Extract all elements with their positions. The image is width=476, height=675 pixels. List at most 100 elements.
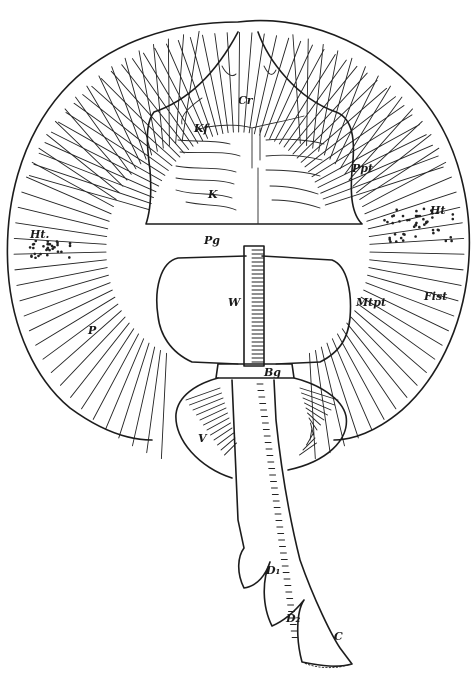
ht-dot xyxy=(452,213,455,216)
ht-dot xyxy=(391,222,394,225)
label-fist: Fist xyxy=(423,290,447,303)
ht-dot xyxy=(29,246,32,249)
tail-segments xyxy=(257,384,298,638)
ht-dot xyxy=(450,240,453,243)
fin-ray xyxy=(22,192,109,221)
ht-dot xyxy=(395,240,398,243)
ht-dot xyxy=(415,222,418,225)
ht-dot xyxy=(53,246,56,249)
label-ht-right: Ht xyxy=(429,204,445,217)
ht-dot xyxy=(445,240,448,243)
fin-ray xyxy=(17,268,107,286)
fin-ray xyxy=(87,86,136,169)
ht-dot xyxy=(392,214,395,217)
fin-ray xyxy=(284,60,346,147)
ht-dot xyxy=(47,243,50,246)
ht-dot xyxy=(57,250,60,253)
ventral-ray xyxy=(190,393,222,405)
ht-dot xyxy=(389,240,392,243)
ht-dot xyxy=(42,245,45,248)
ht-dot xyxy=(449,236,452,239)
fin-ray xyxy=(215,34,228,133)
ventral-ray xyxy=(214,428,232,440)
ht-dot xyxy=(56,242,59,245)
fin-ray xyxy=(307,39,309,145)
ht-dot xyxy=(33,253,36,256)
fin-ray xyxy=(147,350,161,452)
label-p: P xyxy=(87,324,97,337)
ht-dot xyxy=(422,218,425,221)
label-v: V xyxy=(198,432,208,445)
ht-dot xyxy=(418,226,421,229)
ht-dot xyxy=(432,229,435,232)
ht-dot xyxy=(69,242,72,245)
fin-ray xyxy=(315,350,330,452)
ht-dot xyxy=(402,215,405,218)
ht-dot xyxy=(398,220,401,223)
ventral-fin-rays xyxy=(186,388,338,455)
fin-ray xyxy=(340,86,390,169)
label-pg: Pg xyxy=(203,234,220,247)
fin-ray xyxy=(24,283,110,316)
ventral-ray xyxy=(204,413,228,425)
ht-dot xyxy=(402,233,405,236)
fin-ray xyxy=(370,260,463,270)
fin-ray xyxy=(14,238,106,244)
label-cr: Cr xyxy=(238,94,254,107)
fin-ray xyxy=(301,88,386,162)
ht-dot xyxy=(51,245,54,248)
ht-dot xyxy=(402,239,405,242)
label-k: K xyxy=(207,188,218,201)
fin-ray xyxy=(370,252,464,254)
fin-ray xyxy=(51,132,158,186)
ventral-ray xyxy=(211,423,231,435)
ht-dot xyxy=(32,247,35,250)
fin-ray xyxy=(337,334,384,419)
fin-ray xyxy=(370,238,464,244)
ht-dot xyxy=(46,254,49,257)
fin-ray xyxy=(81,329,133,409)
fin-ray xyxy=(132,59,193,147)
ht-dot xyxy=(423,208,426,211)
cranium-outline xyxy=(146,32,362,224)
ht-dot xyxy=(394,233,397,236)
fin-ray xyxy=(351,317,417,385)
fin-ray xyxy=(249,34,264,133)
ht-dot xyxy=(56,244,59,247)
ht-dot xyxy=(30,255,33,258)
fin-ray xyxy=(342,329,396,409)
fin-ray xyxy=(168,39,169,145)
ventral-ray xyxy=(218,433,234,445)
ht-dot xyxy=(33,243,36,246)
ventral-ray xyxy=(207,418,229,430)
label-kf: Kf xyxy=(193,122,211,135)
ventral-fin-outline xyxy=(176,378,347,478)
ht-dot xyxy=(69,245,72,248)
ht-dot xyxy=(68,256,71,259)
fin-ray xyxy=(76,97,132,174)
fin-ray xyxy=(15,260,106,270)
label-bg: Bg xyxy=(263,366,281,379)
ht-dot xyxy=(415,210,418,213)
ventral-ray xyxy=(221,438,235,450)
ht-dot xyxy=(432,232,435,235)
fin-ray xyxy=(29,290,112,331)
fin-ray xyxy=(106,339,144,429)
ht-dot xyxy=(414,235,417,238)
label-ppt: Ppt xyxy=(351,162,373,175)
ht-dot xyxy=(417,215,420,218)
ht-dot xyxy=(451,218,454,221)
fin-ray xyxy=(239,32,240,132)
ht-dot xyxy=(406,219,409,222)
ventral-ray xyxy=(200,408,226,420)
ht-dot xyxy=(47,247,50,250)
fin-ray xyxy=(347,323,407,397)
fin-ray xyxy=(254,36,276,134)
fin-ray xyxy=(14,252,106,254)
fin-ray xyxy=(132,347,154,446)
ht-dot xyxy=(437,228,440,231)
label-d1: D₁ xyxy=(265,564,280,577)
fin-ray xyxy=(161,353,166,458)
